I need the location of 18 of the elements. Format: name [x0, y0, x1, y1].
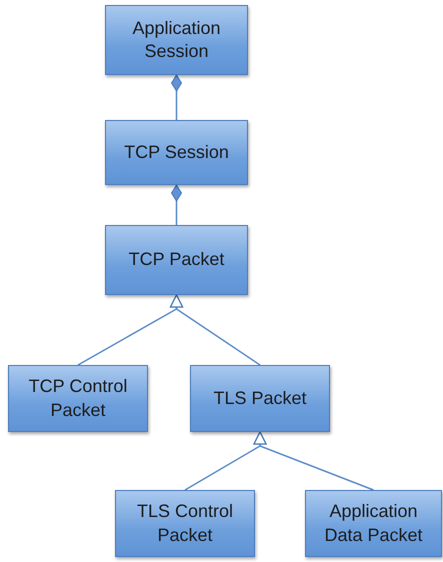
class-box — [105, 5, 248, 75]
class-box — [105, 225, 248, 295]
class-name: Application Session — [131, 16, 222, 63]
class-box — [190, 365, 330, 432]
class-name: TLS Control Packet — [136, 500, 234, 546]
class-name: TCP Packet — [128, 248, 224, 272]
class-name: TCP Control Packet — [28, 375, 128, 422]
connector — [170, 294, 260, 366]
class-box — [305, 490, 442, 557]
class-name: Application Data Packet — [323, 500, 424, 546]
class-box — [115, 490, 255, 557]
connector — [253, 431, 374, 491]
class-box — [105, 120, 248, 185]
class-name: TCP Session — [124, 140, 229, 164]
class-name: TLS Packet — [213, 386, 307, 410]
class-box — [8, 365, 148, 432]
connector — [171, 74, 182, 120]
connector — [171, 184, 182, 225]
